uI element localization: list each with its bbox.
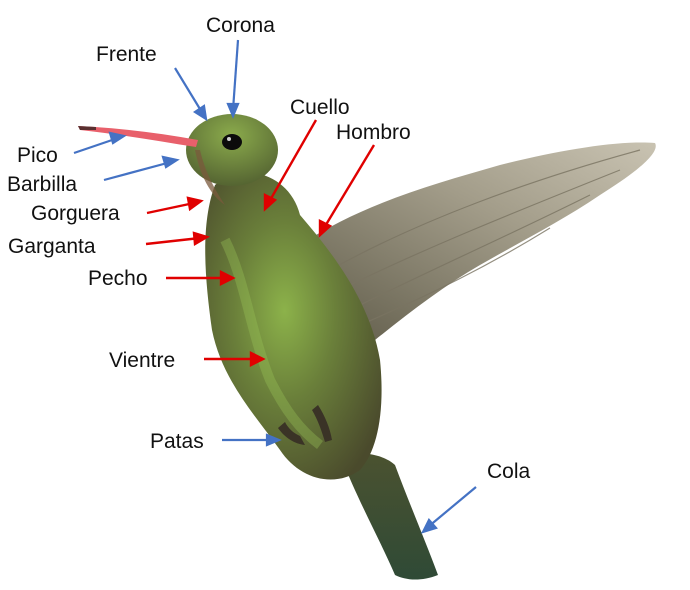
label-cuello: Cuello [290,96,350,119]
label-frente: Frente [96,43,157,66]
label-patas: Patas [150,430,204,453]
label-vientre: Vientre [109,349,176,372]
label-garganta: Garganta [8,235,96,258]
label-gorguera: Gorguera [31,202,120,225]
tail [340,453,438,580]
label-pecho: Pecho [88,267,148,290]
eye [222,134,242,150]
label-cola: Cola [487,460,531,483]
beak [78,126,198,147]
legs [278,422,305,445]
body [205,172,382,480]
label-barbilla: Barbilla [7,173,78,196]
label-hombro: Hombro [336,121,411,144]
label-corona: Corona [206,14,275,37]
label-pico: Pico [17,144,58,167]
